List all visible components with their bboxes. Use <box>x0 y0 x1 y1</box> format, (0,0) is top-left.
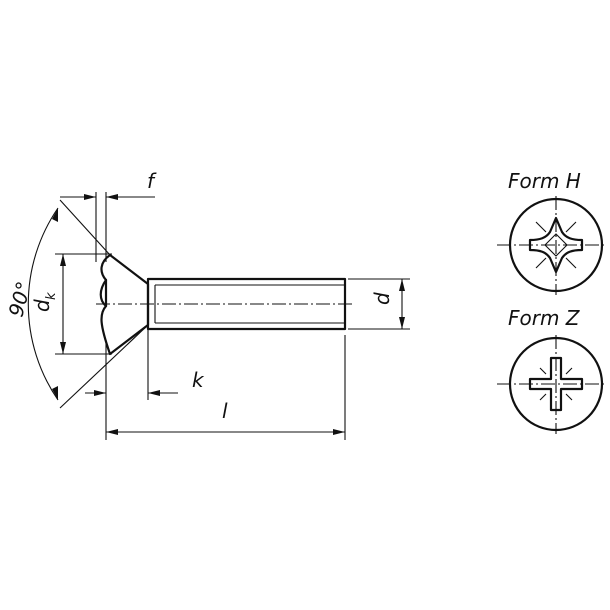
screw-side-view <box>96 253 352 356</box>
l-arrow-left <box>106 429 118 435</box>
form-h-recess-center <box>544 233 568 257</box>
dimensions <box>27 192 410 440</box>
f-arrow-right <box>106 194 118 200</box>
label-f: f <box>147 169 157 193</box>
form-h-recess-wings <box>535 221 577 269</box>
form-z-recess-ticks <box>539 367 573 401</box>
label-dk-sub: k <box>44 292 59 300</box>
angle-line-top <box>59 199 111 256</box>
form-h-cross-recess <box>528 216 584 274</box>
dk-arrow-bottom <box>60 342 66 354</box>
form-z-view: Form Z <box>497 306 606 434</box>
l-arrow-right <box>333 429 345 435</box>
screw-head-outline <box>99 253 150 356</box>
k-arrow-right <box>148 390 160 396</box>
angle-line-bottom <box>59 324 149 409</box>
label-k: k <box>192 368 205 392</box>
label-dk: d k <box>30 292 59 312</box>
label-d: d <box>370 292 394 305</box>
form-h-view: Form H <box>497 169 606 295</box>
label-dk-main: d <box>30 299 54 312</box>
k-arrow-left <box>94 390 106 396</box>
label-angle: 90° <box>4 279 36 319</box>
dk-arrow-top <box>60 254 66 266</box>
form-h-label: Form H <box>508 169 581 193</box>
d-arrow-bottom <box>399 317 405 329</box>
angle-arc <box>27 207 59 401</box>
dimension-labels: f k l d d k 90° <box>4 169 394 423</box>
angle-arrow-bottom <box>52 386 58 400</box>
angle-arrow-top <box>52 208 58 222</box>
form-z-cross-recess <box>528 356 584 412</box>
form-z-label: Form Z <box>508 306 581 330</box>
label-l: l <box>222 399 228 423</box>
d-arrow-top <box>399 279 405 291</box>
f-arrow-left <box>84 194 96 200</box>
